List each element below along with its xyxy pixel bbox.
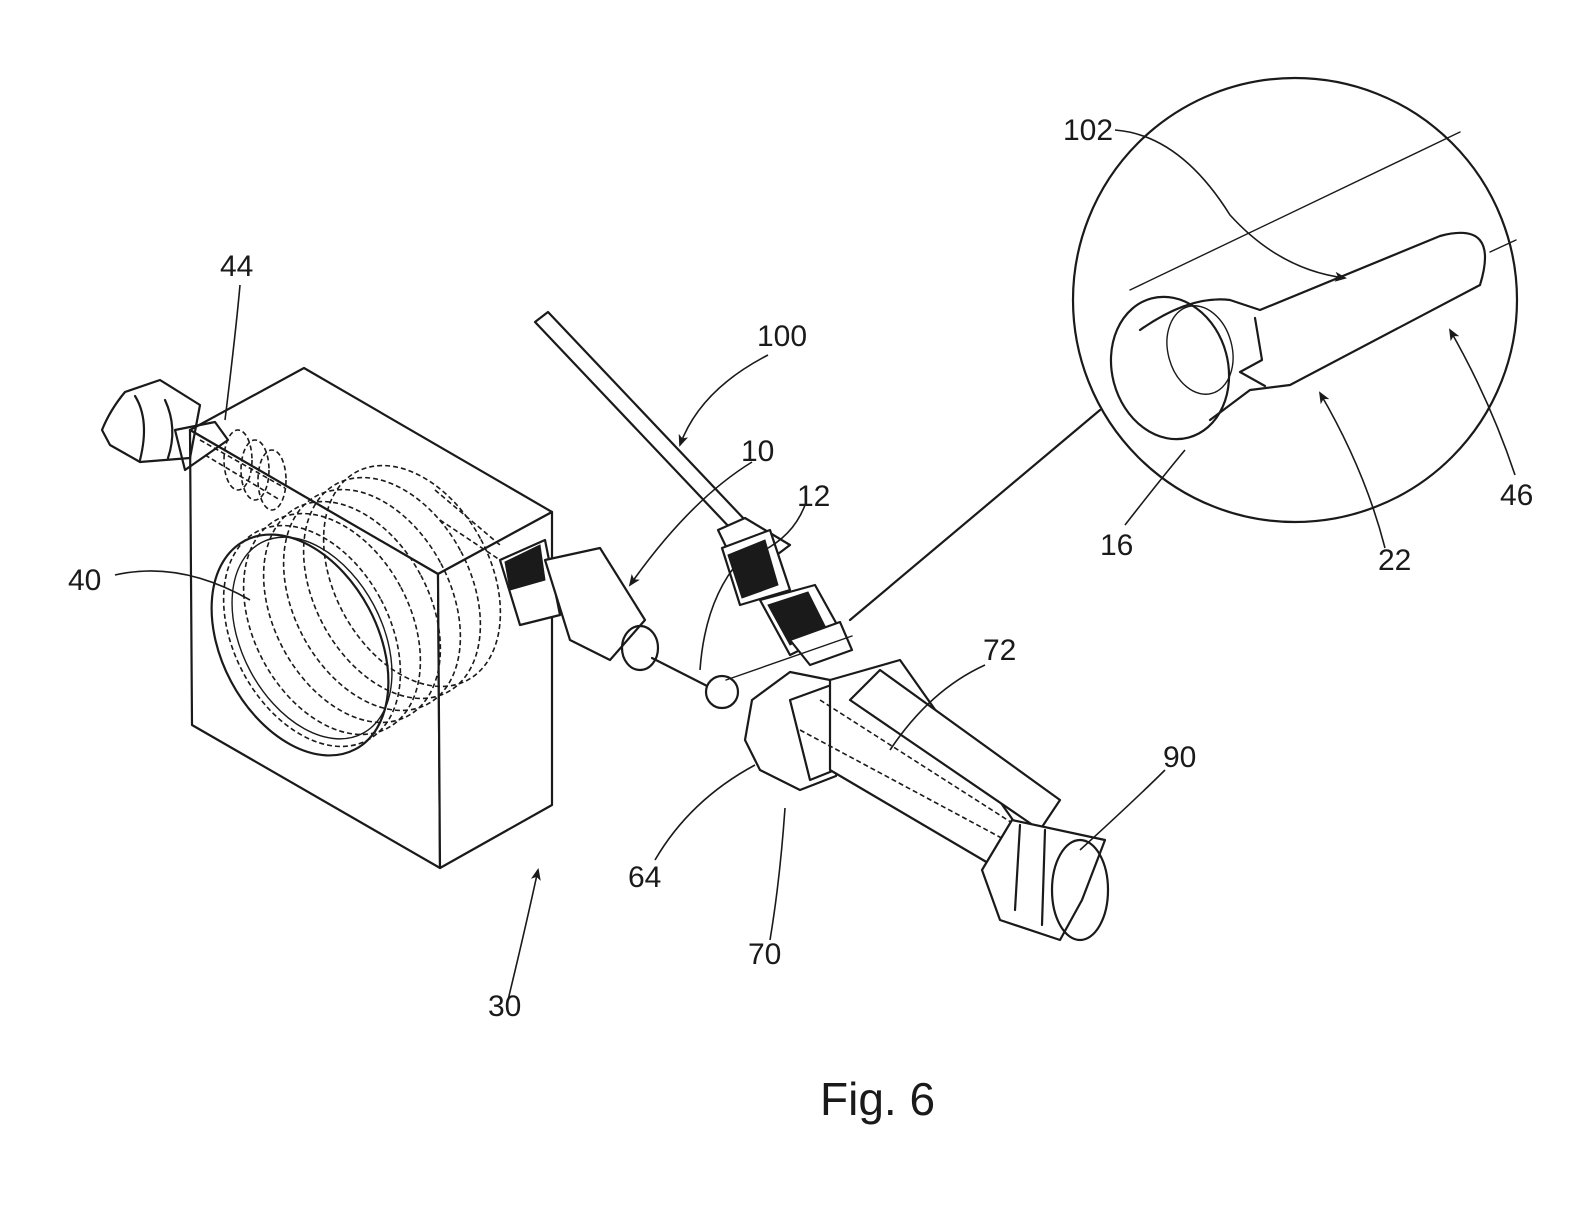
label-30: 30	[488, 990, 521, 1023]
label-64: 64	[628, 861, 661, 894]
label-12: 12	[797, 480, 830, 513]
label-16: 16	[1100, 529, 1133, 562]
label-46: 46	[1500, 479, 1533, 512]
housing-block	[190, 368, 552, 868]
label-90: 90	[1163, 741, 1196, 774]
label-72: 72	[983, 634, 1016, 667]
label-44: 44	[220, 250, 253, 283]
label-102: 102	[1063, 114, 1113, 147]
detail-view	[1073, 78, 1517, 522]
label-70: 70	[748, 938, 781, 971]
label-40: 40	[68, 564, 101, 597]
figure-caption: Fig. 6	[820, 1073, 935, 1125]
label-10: 10	[741, 435, 774, 468]
label-22: 22	[1378, 544, 1411, 577]
label-100: 100	[757, 320, 807, 353]
outlet-fitting-90	[982, 820, 1108, 940]
